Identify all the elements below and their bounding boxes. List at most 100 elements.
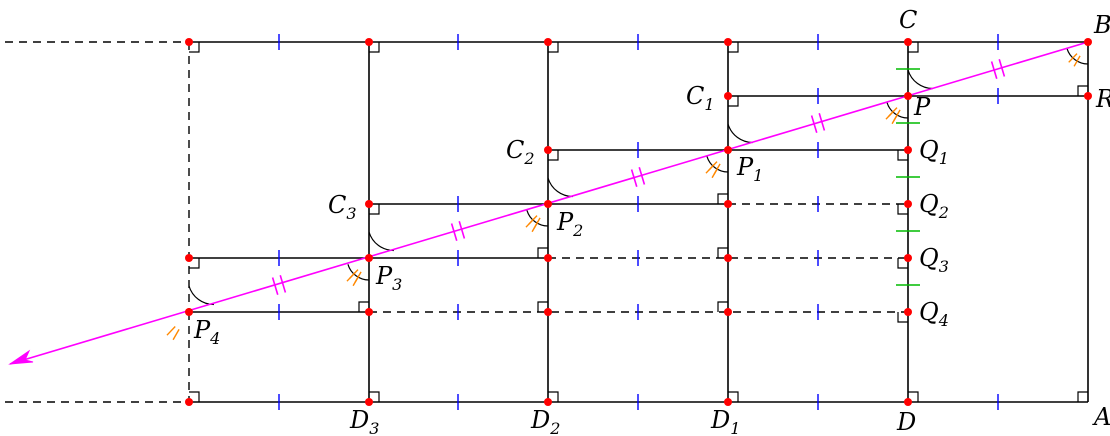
point-p0 (904, 92, 912, 100)
ray-double-tick-3-1 (450, 223, 458, 241)
angle-lower-0-arc (886, 102, 909, 119)
point-p4 (185, 308, 193, 316)
point-c3 (365, 200, 373, 208)
right-angle-top-1 (369, 42, 380, 53)
point-d3-row4 (365, 308, 373, 316)
angle-lower-3-arc (347, 264, 370, 281)
right-angle-c3 (369, 204, 380, 215)
angle-lower-2-arc (526, 210, 549, 227)
point-top-0 (185, 38, 193, 46)
right-angle-d3-row4 (358, 301, 369, 312)
right-angle-bottom-3 (728, 391, 739, 402)
solid-lines (189, 41, 1089, 403)
label-C1: C1 (686, 82, 715, 114)
right-angle-q3 (897, 258, 908, 269)
point-p3 (365, 254, 373, 262)
right-angle-marks (189, 42, 1088, 402)
right-angle-d1-row4 (717, 301, 728, 312)
right-angle-top-3 (728, 42, 739, 53)
point-top-1 (365, 38, 373, 46)
angle-upper-3-arc (368, 231, 394, 252)
point-p2 (544, 200, 552, 208)
right-angle-c1 (728, 96, 739, 107)
angle-lower-1-arc (706, 156, 729, 173)
label-A: A (1092, 403, 1110, 431)
point-d2-row3 (544, 254, 552, 262)
right-angle-d1-row2 (717, 193, 728, 204)
point-q3 (904, 254, 912, 262)
angle-upper-0-arc (907, 69, 933, 90)
ray-double-tick-4-0 (279, 275, 287, 293)
right-angle-r (1077, 85, 1088, 96)
point-d1-row4 (724, 308, 732, 316)
points (185, 38, 1092, 406)
angle-upper-2-arc (547, 177, 573, 198)
label-Q3: Q3 (919, 244, 949, 276)
point-top-3 (724, 38, 732, 46)
angle-upper-1-arc (727, 123, 753, 144)
right-angle-c2 (548, 150, 559, 161)
point-d2-row4 (544, 308, 552, 316)
right-angle-d1-row3 (717, 247, 728, 258)
point-q2 (904, 200, 912, 208)
angle-upper-1-hatch-0 (711, 167, 719, 179)
point-bottom-4 (904, 398, 912, 406)
equal-length-ticks (278, 34, 999, 410)
right-angle-d2-row4 (537, 301, 548, 312)
label-P4: P4 (193, 316, 220, 348)
label-D2: D2 (530, 406, 560, 436)
right-angle-left-row3 (189, 258, 200, 269)
angle-upper-0-hatch-0 (891, 113, 899, 125)
ray-double-tick-4-1 (271, 277, 279, 295)
angle-upper-3-hatch-1 (346, 272, 356, 282)
angle-upper-4-hatch-0 (172, 329, 180, 341)
ray-double-tick-2-0 (638, 167, 646, 185)
point-d1-row2 (724, 200, 732, 208)
point-r (1084, 92, 1092, 100)
right-angle-top-4 (908, 42, 919, 53)
point-bottom-0 (185, 398, 193, 406)
right-angle-q1 (897, 150, 908, 161)
point-bottom-3 (724, 398, 732, 406)
label-Q2: Q2 (919, 190, 949, 222)
ray-double-tick-2-1 (630, 169, 638, 187)
right-angle-bottom-a (1077, 391, 1088, 402)
label-P3: P3 (375, 262, 402, 294)
right-angle-top-2 (548, 42, 559, 53)
point-bottom-1 (365, 398, 373, 406)
angle-b-hatch-1 (1068, 53, 1078, 63)
right-angle-q2 (897, 204, 908, 215)
angle-upper-3-hatch-0 (352, 275, 360, 287)
angle-b-hatch-0 (1073, 55, 1081, 67)
point-top-4 (904, 38, 912, 46)
point-top-2 (544, 38, 552, 46)
right-angle-bottom-4 (908, 391, 919, 402)
label-C3: C3 (328, 191, 357, 223)
point-c1 (724, 92, 732, 100)
label-C: C (899, 6, 917, 34)
point-labels: B C R A D P C1 C2 C3 D1 D2 D3 P1 P2 P3 P… (193, 6, 1110, 436)
right-angle-top-0 (189, 42, 200, 53)
ray-double-tick-0-0 (998, 59, 1006, 77)
label-D: D (896, 408, 916, 436)
equal-angle-marks (166, 48, 1089, 341)
label-C2: C2 (506, 136, 535, 168)
label-R: R (1095, 85, 1110, 113)
point-q4 (904, 308, 912, 316)
ray-double-tick-1-0 (818, 113, 826, 131)
point-c2 (544, 146, 552, 154)
angle-upper-2-hatch-1 (525, 218, 535, 228)
label-Q4: Q4 (919, 298, 949, 330)
label-D1: D1 (710, 406, 740, 436)
angle-upper-2-hatch-0 (531, 221, 539, 233)
angle-upper-0-hatch-1 (885, 110, 895, 120)
label-P: P (913, 93, 931, 121)
ray-double-tick-1-1 (810, 115, 818, 133)
point-d1-row3 (724, 254, 732, 262)
right-angle-d2-row3 (537, 247, 548, 258)
label-P1: P1 (736, 153, 763, 185)
point-q1 (904, 146, 912, 154)
right-angle-bottom-1 (369, 391, 380, 402)
angle-upper-4-arc (188, 285, 214, 306)
